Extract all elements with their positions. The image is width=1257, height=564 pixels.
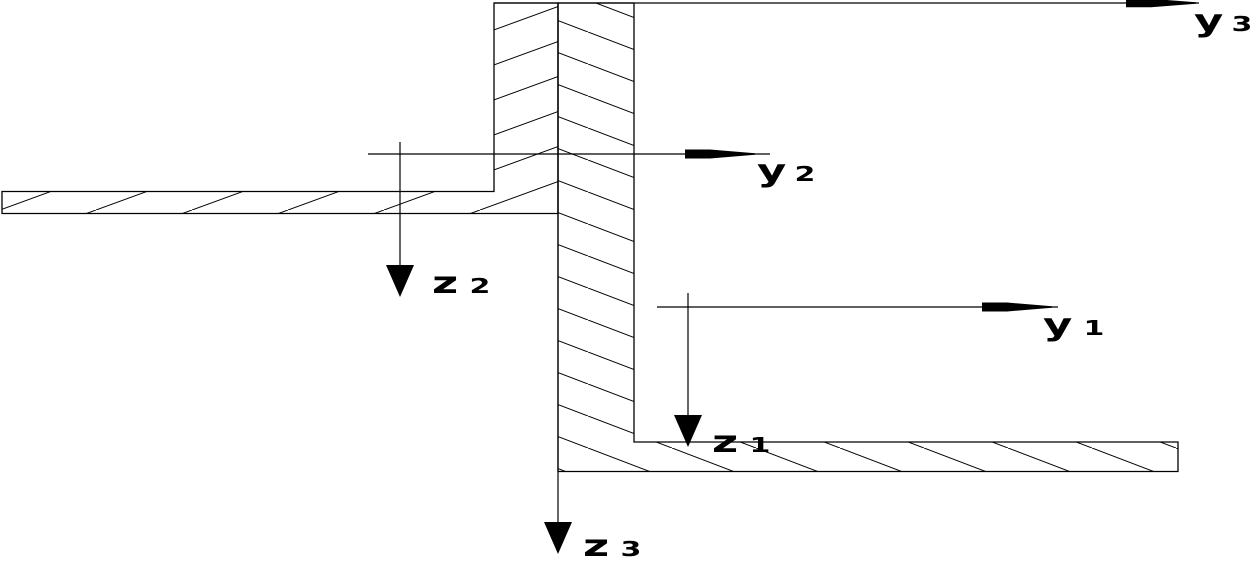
axis-z1-subscript: 1 <box>750 434 771 458</box>
axis-y1-arrowhead <box>982 302 1052 312</box>
axis-label-y3: y 3 <box>1194 4 1252 39</box>
axis-y1-letter: y <box>1043 308 1072 343</box>
axis-label-z2: z 2 <box>432 266 490 301</box>
axis-label-z1: z 1 <box>712 425 770 460</box>
axis-y3-subscript: 3 <box>1232 13 1253 37</box>
axis-label-z3: z 3 <box>583 529 641 564</box>
section-part-1-right-angle <box>557 2 1179 473</box>
axis-y3: y 3 <box>494 0 1252 39</box>
axis-z1: z 1 <box>674 293 770 460</box>
axis-y2-arrowhead <box>685 149 755 159</box>
axis-z2-subscript: 2 <box>470 275 491 299</box>
axis-label-y2: y 2 <box>757 154 815 189</box>
axis-z3-arrowhead <box>544 522 572 554</box>
axis-z3-letter: z <box>583 529 609 564</box>
section-part-2-left-angle <box>1 2 559 215</box>
axis-y3-letter: y <box>1194 4 1223 39</box>
axis-z3: z 3 <box>544 3 641 564</box>
axis-y2-letter: y <box>757 154 786 189</box>
axis-y2-subscript: 2 <box>795 163 816 187</box>
axis-z2: z 2 <box>386 142 490 301</box>
axis-z3-subscript: 3 <box>621 538 642 562</box>
axis-y2: y 2 <box>368 149 815 189</box>
axis-z1-arrowhead <box>674 415 702 447</box>
axis-label-y1: y 1 <box>1043 308 1104 343</box>
axis-y1-subscript: 1 <box>1084 317 1105 341</box>
axis-z1-letter: z <box>712 425 738 460</box>
axis-z2-letter: z <box>432 266 458 301</box>
axis-y1: y 1 <box>657 302 1104 343</box>
axis-z2-arrowhead <box>386 265 414 297</box>
axis-y3-arrowhead <box>1126 0 1196 8</box>
